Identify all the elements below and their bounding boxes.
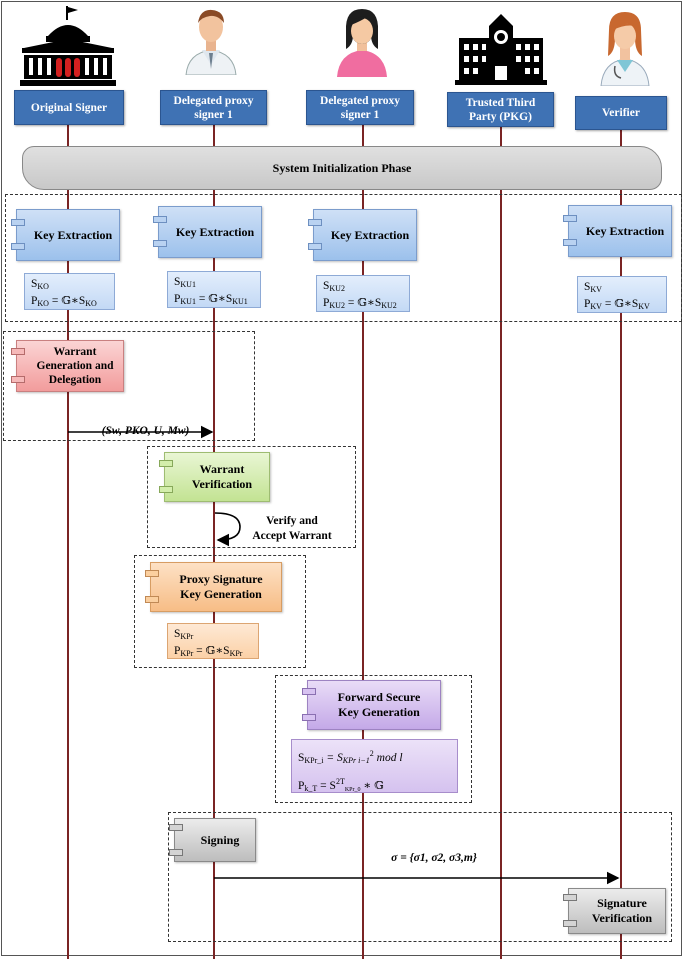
verify-accept-note: Verify and Accept Warrant [252, 515, 332, 542]
key-pair-proxy-signer-2: SKU2 PKU2 = 𝔾∗SKU2 [316, 275, 410, 312]
key-extraction-verifier: Key Extraction [563, 205, 672, 257]
proxy-key-pair: SKPr PKPr = 𝔾∗SKPr [167, 623, 259, 659]
warrant-message-label: (Sw, PKO, U, Mw) [101, 425, 190, 437]
signature-verification-component: Signature Verification [563, 888, 666, 934]
verify-self-arrow [214, 512, 241, 547]
key-extraction-proxy-signer-2: Key Extraction [308, 209, 417, 261]
key-extraction-original-signer: Key Extraction [11, 209, 120, 261]
actor-proxy-signer-2: Delegated proxy signer 1 [306, 90, 414, 125]
lifeline-pkg [500, 125, 502, 959]
proxy-key-generation-region [134, 555, 306, 668]
signing-component: Signing [169, 818, 256, 862]
woman-avatar-icon [337, 9, 387, 77]
actor-pkg: Trusted Third Party (PKG) [447, 92, 554, 127]
warrant-generation-region [3, 331, 255, 441]
clock-tower-building-icon [455, 14, 547, 85]
forward-secure-key-generation-component: Forward Secure Key Generation [302, 680, 441, 730]
key-pair-proxy-signer-1: SKU1 PKU1 = 𝔾∗SKU1 [167, 271, 261, 308]
lifeline-proxy-signer-2 [362, 125, 364, 959]
warrant-verification-component: Warrant Verification [159, 452, 270, 502]
key-extraction-proxy-signer-1: Key Extraction [153, 206, 262, 258]
female-doctor-icon [600, 12, 650, 86]
parliament-building-icon [20, 6, 116, 86]
signing-region [168, 812, 672, 942]
key-pair-original-signer: SKO PKO = 𝔾∗SKO [24, 273, 115, 310]
key-extraction-region [5, 194, 682, 322]
actor-proxy-signer-1: Delegated proxy signer 1 [160, 90, 267, 125]
warrant-generation-component: Warrant Generation and Delegation [11, 340, 124, 392]
lifeline-original-signer [67, 125, 69, 959]
system-initialization-phase: System Initialization Phase [22, 146, 662, 190]
forward-secure-region [275, 675, 472, 803]
male-doctor-icon [185, 9, 237, 75]
lifeline-verifier [620, 125, 622, 959]
forward-secure-keys: SKPr_i = SKPr i−12 mod l Pk_T = S2TKPr_0… [291, 739, 458, 793]
signature-label: σ = {σ1, σ2, σ3,m} [391, 852, 477, 864]
actor-verifier: Verifier [575, 96, 667, 130]
proxy-key-generation-component: Proxy Signature Key Generation [145, 562, 282, 612]
warrant-verification-region [147, 446, 356, 548]
key-pair-verifier: SKV PKV = 𝔾∗SKV [577, 276, 667, 313]
lifeline-proxy-signer-1 [213, 125, 215, 959]
actor-original-signer: Original Signer [14, 90, 124, 125]
